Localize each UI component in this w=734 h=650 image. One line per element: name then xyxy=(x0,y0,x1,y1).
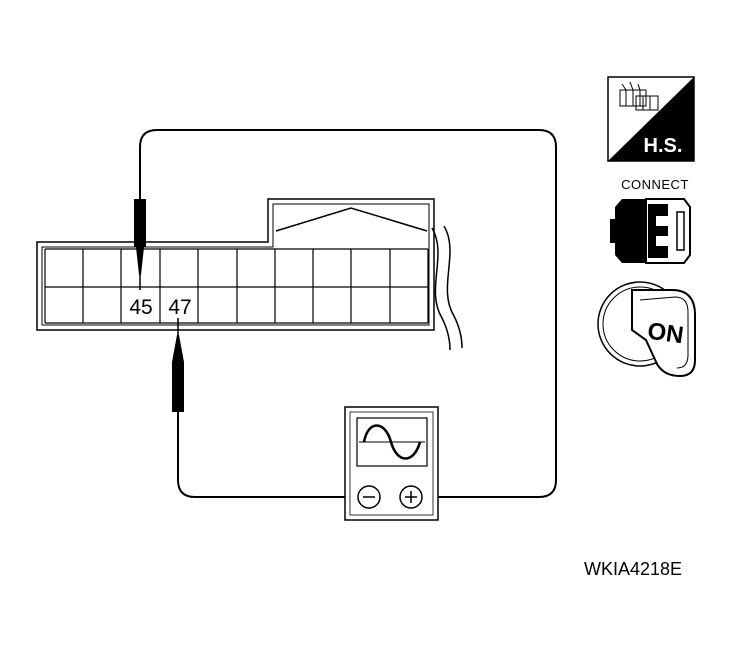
connect-label: CONNECT xyxy=(621,177,689,192)
pin-label-47: 47 xyxy=(168,296,191,319)
harness-connector: 45 47 xyxy=(36,198,463,351)
positive-terminal-icon xyxy=(399,485,423,509)
probe-pin-47 xyxy=(172,318,184,412)
sine-wave-trace xyxy=(362,424,422,460)
connector-lock-tab xyxy=(275,207,428,232)
connect-icon: CONNECT xyxy=(610,177,691,264)
connector-cavity-grid xyxy=(44,248,429,324)
positive-lead-wire xyxy=(139,129,557,498)
oscilloscope xyxy=(344,406,439,521)
connector-mated-icon xyxy=(610,198,691,264)
harness-side-icon: H.S. xyxy=(607,76,695,162)
test-lead-wires xyxy=(139,129,557,498)
harness-side-label: H.S. xyxy=(644,135,683,157)
negative-lead-wire xyxy=(177,335,357,498)
ignition-key-on-icon: ON xyxy=(597,281,696,378)
ignition-on-label: ON xyxy=(646,318,685,350)
pin-label-45: 45 xyxy=(129,296,152,319)
negative-terminal-icon xyxy=(357,485,381,509)
connector-pins-icon xyxy=(619,81,659,111)
connector-break-lines xyxy=(431,225,463,351)
probe-pin-45 xyxy=(134,199,146,290)
reference-code: WKIA4218E xyxy=(584,559,682,579)
